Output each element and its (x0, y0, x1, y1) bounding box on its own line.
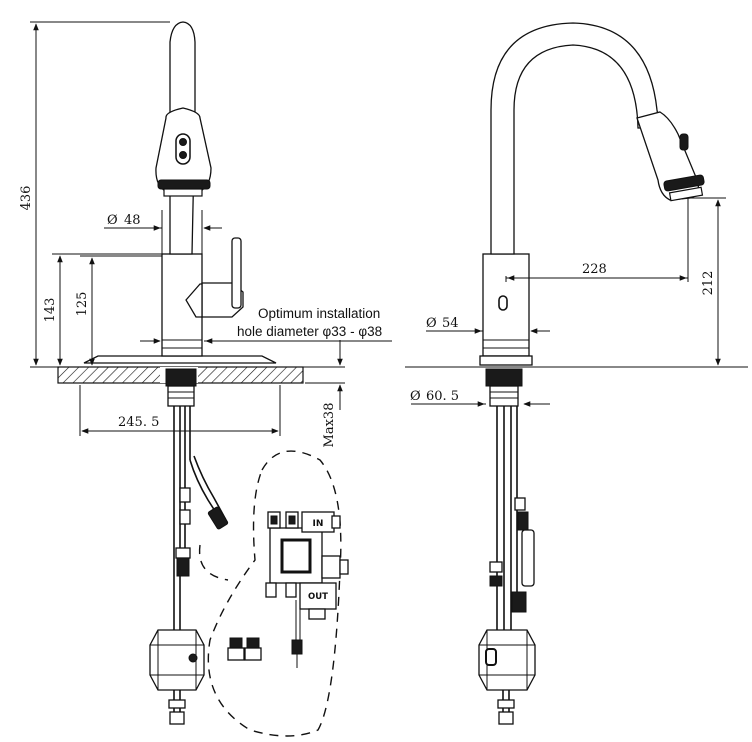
installation-note-line1: Optimum installation (258, 306, 380, 321)
dimension-diameter-base-label: 60. 5 (426, 389, 459, 404)
valve-outlet-label: OUT (308, 592, 328, 602)
spare-fitting (229, 637, 243, 649)
dimension-base-width-label: 245. 5 (118, 415, 159, 430)
side-base-ring (479, 355, 533, 366)
sensor-cable-outline (198, 544, 229, 581)
escutcheon-plate (83, 355, 277, 364)
dimension-height-handle-label: 125 (75, 292, 90, 317)
dimension-height-total-label: 436 (19, 186, 34, 211)
diameter-symbol: Ø (426, 316, 437, 331)
control-box-outline (207, 450, 342, 737)
diameter-symbol: Ø (107, 213, 118, 228)
lever-handle-collar (185, 283, 203, 318)
dimension-max-thickness-label: Max38 (322, 403, 337, 448)
spray-nozzle-ring (157, 179, 211, 190)
side-mounting-nut (485, 368, 523, 387)
dimension-spout-height-label: 212 (701, 271, 716, 296)
control-box-label (280, 538, 312, 574)
dimension-diameter-top-label: 48 (124, 213, 141, 228)
sensor-cable-connector (207, 506, 229, 530)
lever-handle (231, 237, 242, 309)
side-sensor-cable (521, 529, 535, 587)
diameter-symbol: Ø (410, 389, 421, 404)
valve-inlet-label: IN (313, 519, 324, 529)
dimension-reach-label: 228 (582, 262, 607, 277)
control-box-cable-plug (291, 639, 303, 655)
side-gooseneck-spout (490, 22, 661, 255)
dimension-diameter-body-label: 54 (442, 316, 459, 331)
installation-note-line2: hole diameter φ33 - φ38 (237, 324, 382, 339)
mounting-nut (165, 368, 197, 387)
front-view: IN OUT 436 143 125 Ø (19, 21, 392, 737)
side-sensor-window (498, 295, 508, 311)
dimension-height-body-label: 143 (43, 298, 58, 323)
spare-fitting (246, 637, 260, 649)
side-view: 228 212 Ø 54 Ø 60. 5 (405, 22, 748, 725)
